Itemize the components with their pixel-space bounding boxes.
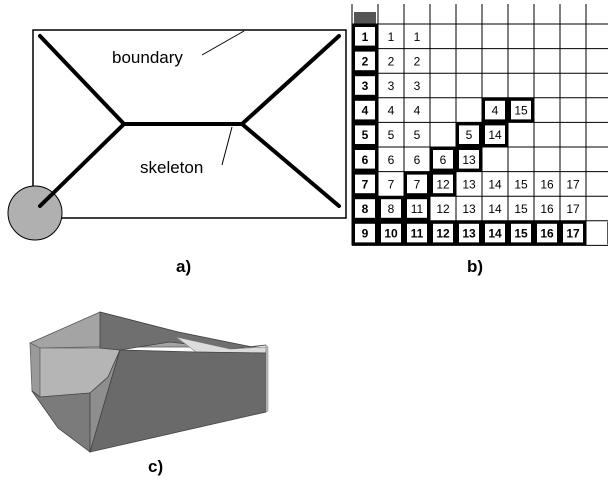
highlighted-cell-frame bbox=[508, 220, 534, 246]
caption-c: c) bbox=[148, 457, 163, 476]
left-end-face bbox=[29, 342, 41, 398]
skeleton-lines bbox=[38, 34, 341, 208]
grid-cell-value: 2 bbox=[414, 54, 421, 68]
highlighted-cell-frame bbox=[352, 122, 378, 148]
highlighted-cell-frame bbox=[482, 122, 508, 148]
grid-cell-value: 16 bbox=[540, 177, 554, 191]
right-end-face bbox=[265, 344, 269, 413]
grid-cell-value: 2 bbox=[388, 54, 395, 68]
grid-cell-value: 6 bbox=[414, 153, 421, 167]
grid-cell-value: 16 bbox=[540, 202, 554, 216]
highlighted-cell-frame bbox=[534, 220, 560, 246]
corner-block bbox=[354, 12, 376, 24]
skeleton-label: skeleton bbox=[140, 158, 203, 177]
highlighted-cell-frame bbox=[456, 147, 482, 172]
grid-cell-value: 6 bbox=[362, 153, 369, 167]
highlighted-cell-frame bbox=[352, 147, 378, 172]
grid-cell-value: 5 bbox=[388, 128, 395, 142]
grid-cell-value: 15 bbox=[514, 177, 528, 191]
grid-cell-value: 11 bbox=[411, 227, 424, 241]
highlighted-cell-frame bbox=[482, 220, 508, 246]
highlighted-cell-frame bbox=[482, 97, 508, 123]
grid-cell-value: 1 bbox=[388, 30, 395, 44]
grid-cell-value: 10 bbox=[384, 227, 398, 241]
grid-cell-value: 4 bbox=[492, 104, 499, 118]
highlighted-cell-frame bbox=[404, 171, 430, 197]
grid-cell-value: 13 bbox=[462, 153, 476, 167]
grid-cell-value: 1 bbox=[414, 30, 421, 44]
grid-cell-value: 12 bbox=[436, 227, 450, 241]
grid-cell-value: 17 bbox=[566, 177, 580, 191]
caption-a: a) bbox=[176, 257, 191, 276]
highlighted-cell-frame bbox=[456, 220, 482, 246]
grid-cell-value: 13 bbox=[462, 177, 476, 191]
grid-cell-value: 3 bbox=[388, 79, 395, 93]
highlighted-cell-frame bbox=[430, 147, 456, 172]
highlighted-cell-frame bbox=[352, 48, 378, 74]
highlighted-cell-frame bbox=[560, 220, 586, 246]
boundary-leader bbox=[201, 30, 245, 56]
highlighted-cell-frame bbox=[430, 171, 456, 197]
grid-cell-value: 3 bbox=[362, 79, 369, 93]
highlighted-cell-frame bbox=[404, 220, 430, 246]
grid-cell-value: 5 bbox=[414, 128, 421, 142]
grid-cell-value: 4 bbox=[414, 104, 421, 118]
panel-a: boundary skeleton a) bbox=[7, 29, 347, 276]
grid-cell-value: 1 bbox=[362, 30, 369, 44]
grid-cell-value: 7 bbox=[362, 177, 369, 191]
highlighted-cell-frame bbox=[352, 73, 378, 98]
grid-cell-value: 4 bbox=[362, 104, 369, 118]
highlighted-cell-frame bbox=[378, 220, 404, 246]
grid-cell-value: 14 bbox=[488, 227, 502, 241]
highlighted-cell-frame bbox=[352, 24, 378, 49]
grid-cell-value: 8 bbox=[388, 202, 395, 216]
grid-cell-value: 7 bbox=[414, 177, 421, 191]
grid-cell-value: 17 bbox=[566, 227, 580, 241]
grid-cell-value: 2 bbox=[362, 54, 369, 68]
grid-cell-value: 12 bbox=[436, 177, 450, 191]
grid-cell-value: 14 bbox=[488, 128, 502, 142]
grid-cell-value: 14 bbox=[488, 177, 502, 191]
grid-cell-value: 14 bbox=[488, 202, 502, 216]
highlighted-cell-frame bbox=[352, 97, 378, 123]
grid-cell-value: 9 bbox=[362, 227, 369, 241]
grid-cell-value: 11 bbox=[411, 202, 424, 216]
caption-b: b) bbox=[467, 257, 483, 276]
boundary-label: boundary bbox=[112, 48, 183, 67]
highlighted-cell-frame bbox=[456, 122, 482, 148]
highlighted-cell-frame bbox=[352, 196, 378, 221]
highlighted-cell-frame bbox=[404, 196, 430, 221]
highlighted-cell-frame bbox=[508, 97, 534, 123]
panel-c-3d-shape bbox=[29, 311, 269, 453]
grid-cell-value: 3 bbox=[414, 79, 421, 93]
boundary-rectangle bbox=[32, 29, 347, 219]
grid-cell-value: 12 bbox=[436, 202, 450, 216]
grid-cell-value: 7 bbox=[388, 177, 395, 191]
highlighted-cell-frame bbox=[352, 171, 378, 197]
grid-cell-value: 8 bbox=[362, 202, 369, 216]
grid-cell-value: 17 bbox=[566, 202, 580, 216]
front-left-face bbox=[31, 390, 91, 453]
grid-cell-value: 13 bbox=[462, 202, 476, 216]
grid-cell-value: 6 bbox=[388, 153, 395, 167]
grid-cell-value: 13 bbox=[462, 227, 476, 241]
skeleton-leader bbox=[221, 126, 233, 166]
highlighted-cell-frame bbox=[378, 196, 404, 221]
front-slope-face bbox=[89, 349, 267, 453]
grid-cell-value: 6 bbox=[440, 153, 447, 167]
grid-cell-value: 4 bbox=[388, 104, 395, 118]
grid-cell-value: 16 bbox=[540, 227, 554, 241]
grid-cell-value: 15 bbox=[514, 202, 528, 216]
grid-cell-value: 5 bbox=[362, 128, 369, 142]
highlighted-cell-frame bbox=[352, 220, 378, 246]
highlighted-cell-frame bbox=[430, 220, 456, 246]
grid-cell-value: 15 bbox=[514, 227, 528, 241]
grid-cell-value: 5 bbox=[466, 128, 473, 142]
grid-cell-value: 15 bbox=[514, 104, 528, 118]
